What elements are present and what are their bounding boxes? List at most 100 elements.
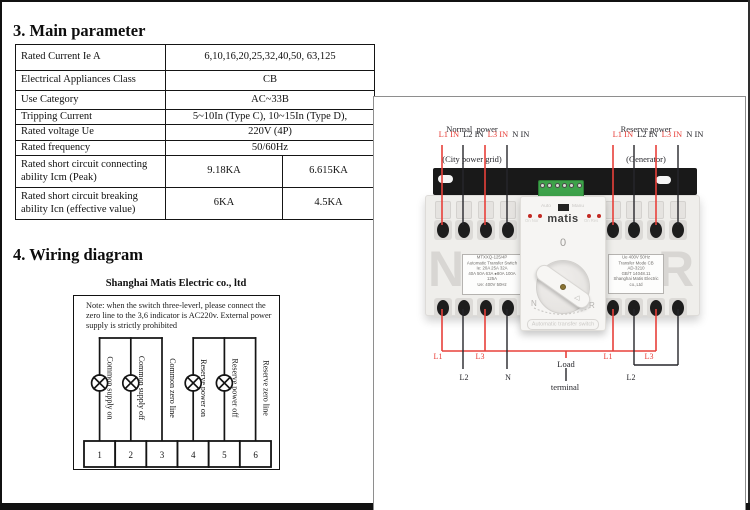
normal-power-line1: Normal power: [446, 124, 498, 134]
spec-line: Ue 400V 50Hz: [621, 255, 651, 261]
knob-screw: [560, 284, 566, 290]
device-caption: Automatic transfer switch: [531, 321, 595, 328]
table-row: Rated short circuit breaking ability Icn…: [15, 187, 375, 221]
manu-mode-label: Manu: [572, 204, 585, 209]
table-row: Rated voltage Ue 220V (4P): [15, 124, 375, 141]
terminal-screw: [625, 220, 643, 240]
indicator-lamp-icon: [90, 374, 109, 392]
company-title: Shanghai Matis Electric co., ltd: [105, 278, 247, 289]
table-row: Electrical Appliances Class CB: [15, 70, 375, 91]
led-caption-left: On Nor: [525, 219, 539, 224]
param-label: Rated Current Ie A: [15, 44, 166, 71]
terminal-screw: [477, 220, 495, 240]
table-row: Tripping Current 5~10In (Type C), 10~15I…: [15, 108, 375, 126]
pole-slot: [435, 201, 451, 219]
terminal-screw: [434, 298, 452, 318]
left-spec-label: MTXXQ-125/4P Automatic Transfer Switch I…: [462, 254, 522, 295]
knob-arrow-icon: ◁: [574, 295, 580, 302]
wire-label: Reserve zero line: [262, 360, 271, 416]
spec-line: Ie: 20A 25A 32A: [476, 266, 508, 271]
n-in-label: N IN: [512, 129, 530, 139]
l3-in-label: L3 IN: [487, 129, 509, 139]
l2-in-label: L2 IN: [463, 129, 484, 139]
load-label: Load: [557, 359, 575, 369]
wire-label: Common supply off: [137, 356, 146, 421]
block-screw: [554, 183, 560, 188]
pole-slot: [648, 201, 664, 219]
terminal-screw: [499, 220, 517, 240]
device-caption-pill: Automatic transfer switch: [527, 319, 599, 330]
brand-logo: matis: [547, 213, 579, 225]
indicator-lamp-icon: [121, 374, 140, 392]
wire-label: Reserve power off: [230, 359, 239, 418]
n-in-label: N IN: [686, 129, 704, 139]
section-heading-main-parameter: 3. Main parameter: [13, 21, 146, 40]
wire-label: Common supply on: [106, 356, 115, 419]
page-right-border: [748, 0, 750, 510]
block-screw: [576, 183, 582, 188]
spec-line: 40A 50A 63A ●80A 100A 125A: [468, 271, 516, 282]
terminal-screw: [455, 298, 473, 318]
section-heading-wiring-diagram: 4. Wiring diagram: [13, 245, 144, 264]
table-row: Rated short circuit connecting ability I…: [15, 155, 375, 189]
terminal-screw: [477, 298, 495, 318]
table-row: Rated Current Ie A 6,10,16,20,25,32,40,5…: [15, 44, 375, 71]
status-led: [538, 214, 542, 218]
spec-line: GB/T 14048.11: [621, 271, 651, 277]
normal-power-title: Normal power (City power grid): [442, 104, 502, 184]
normal-in-labels: L1 IN L2 IN L3 IN N IN: [439, 129, 530, 139]
terminal-screw: [647, 220, 665, 240]
reserve-power-line2: (Generator): [626, 154, 666, 164]
param-value-right: 4.5KA: [282, 187, 375, 221]
normal-pole-letter: N: [428, 241, 465, 297]
block-screw: [540, 183, 546, 188]
note-line: zero line to the 3,6 indicator is AC220v…: [86, 311, 272, 320]
reserve-pole-letter: R: [658, 241, 695, 297]
param-value-left: 6KA: [165, 187, 283, 221]
l3-in-label: L3 IN: [661, 129, 683, 139]
parameter-table: Rated Current Ie A 6,10,16,20,25,32,40,5…: [15, 44, 375, 221]
param-value-left: 9.18KA: [165, 155, 283, 189]
l2-in-label: L2 IN: [637, 129, 658, 139]
l1-in-label: L1 IN: [438, 129, 460, 139]
block-screw: [547, 183, 553, 188]
param-value: 5~10In (Type C), 10~15In (Type D),: [165, 108, 375, 126]
param-value: 220V (4P): [165, 124, 375, 141]
page-left-border: [0, 0, 2, 510]
block-screw: [562, 183, 568, 188]
control-terminal-block: [538, 180, 584, 198]
block-screw: [569, 183, 575, 188]
wiring-note: Note: when the switch three-leverl, plea…: [86, 301, 276, 331]
param-label: Rated short circuit connecting ability I…: [15, 155, 166, 189]
terminal-number: 4: [191, 450, 196, 460]
terminal-screw: [604, 220, 622, 240]
terminal-screw: [669, 298, 687, 318]
terminal-number: 1: [97, 450, 102, 460]
knob-n-mark: N: [531, 299, 537, 308]
wire-label: Common zero line: [168, 358, 177, 418]
spec-line: Shanghai Matis Electric co.,Ltd: [613, 277, 659, 288]
param-label: Rated short circuit breaking ability Icn…: [15, 187, 166, 221]
terminal-strip: 1 2 3 4 5 6: [83, 440, 272, 468]
spec-line: MTXXQ-125/4P: [476, 255, 508, 261]
pole-slot: [626, 201, 642, 219]
normal-power-line2: (City power grid): [442, 154, 502, 164]
load-n-label: N: [505, 373, 511, 382]
indicator-lamp-icon: [215, 374, 234, 392]
wiring-diagram-box: Note: when the switch three-leverl, plea…: [73, 295, 280, 470]
spec-line: AD-3210: [627, 266, 645, 271]
right-spec-label: Ue 400V 50Hz Transfer Mode CB AD-3210 GB…: [608, 254, 664, 294]
reserve-power-title: Reserve power (Generator): [621, 104, 672, 184]
auto-mode-label: Auto: [541, 204, 551, 209]
terminal-screw: [625, 298, 643, 318]
param-value: AC~33B: [165, 90, 375, 110]
terminal-screw: [455, 220, 473, 240]
load-l1-label: L1: [433, 352, 443, 361]
indicator-lamp-icon: [184, 374, 203, 392]
spec-line: Automatic Transfer Switch: [466, 261, 518, 266]
center-control-module: Auto Manu On Nor On Res matis 0 N ◁ R Au…: [520, 196, 606, 331]
load-l2-label: L2: [459, 373, 469, 382]
terminal-label: terminal: [550, 382, 580, 392]
param-value-right: 6.615KA: [282, 155, 375, 189]
